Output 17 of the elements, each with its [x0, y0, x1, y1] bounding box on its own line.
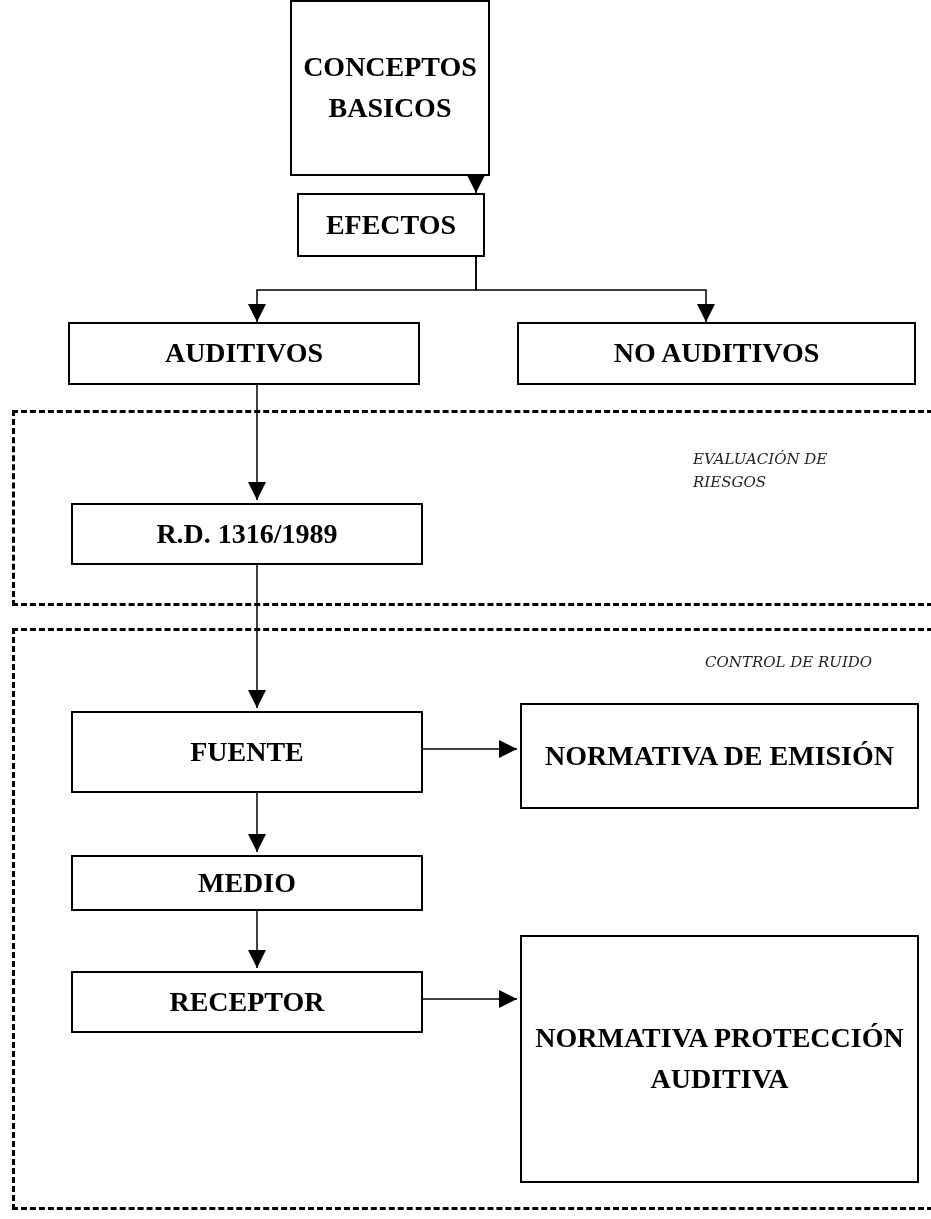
process-box: FUENTE: [71, 711, 423, 793]
arrow: [467, 175, 485, 194]
process-box: R.D. 1316/1989: [71, 503, 423, 565]
process-box: NORMATIVA PROTECCIÓN AUDITIVA: [520, 935, 919, 1183]
process-box: MEDIO: [71, 855, 423, 911]
region-title: EVALUACIÓN DE RIESGOS: [693, 449, 829, 493]
arrow: [248, 384, 266, 501]
arrow: [475, 256, 715, 323]
process-box: CONCEPTOS BASICOS: [290, 0, 490, 176]
process-box: AUDITIVOS: [68, 322, 420, 385]
dashed-region: [12, 628, 931, 1210]
region-title: CONTROL DE RUIDO: [705, 652, 874, 673]
process-box: RECEPTOR: [71, 971, 423, 1033]
dashed-region: [12, 410, 931, 606]
process-box: NO AUDITIVOS: [517, 322, 916, 385]
process-box: EFECTOS: [297, 193, 485, 257]
process-box: NORMATIVA DE EMISIÓN: [520, 703, 919, 809]
